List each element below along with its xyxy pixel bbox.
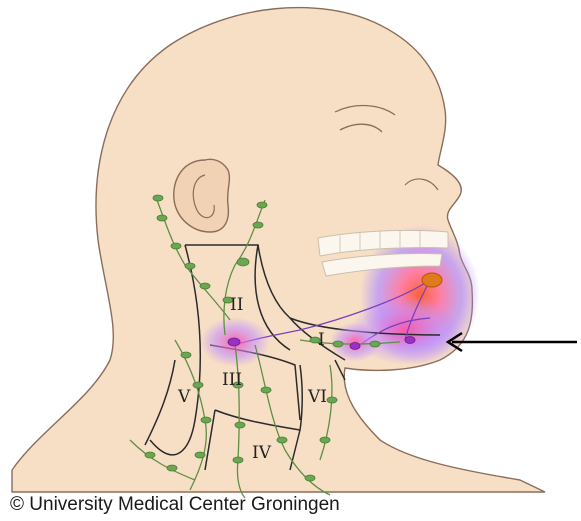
level-label-ii: II — [230, 295, 243, 315]
copyright-credit: © University Medical Center Groningen — [10, 494, 340, 516]
level-label-v: V — [177, 387, 191, 407]
level-label-iv: IV — [252, 443, 272, 463]
level-label-vi: VI — [307, 387, 327, 407]
level-label-iii: III — [222, 370, 242, 390]
level-label-i: I — [318, 330, 325, 350]
primary-tumor — [422, 273, 442, 287]
